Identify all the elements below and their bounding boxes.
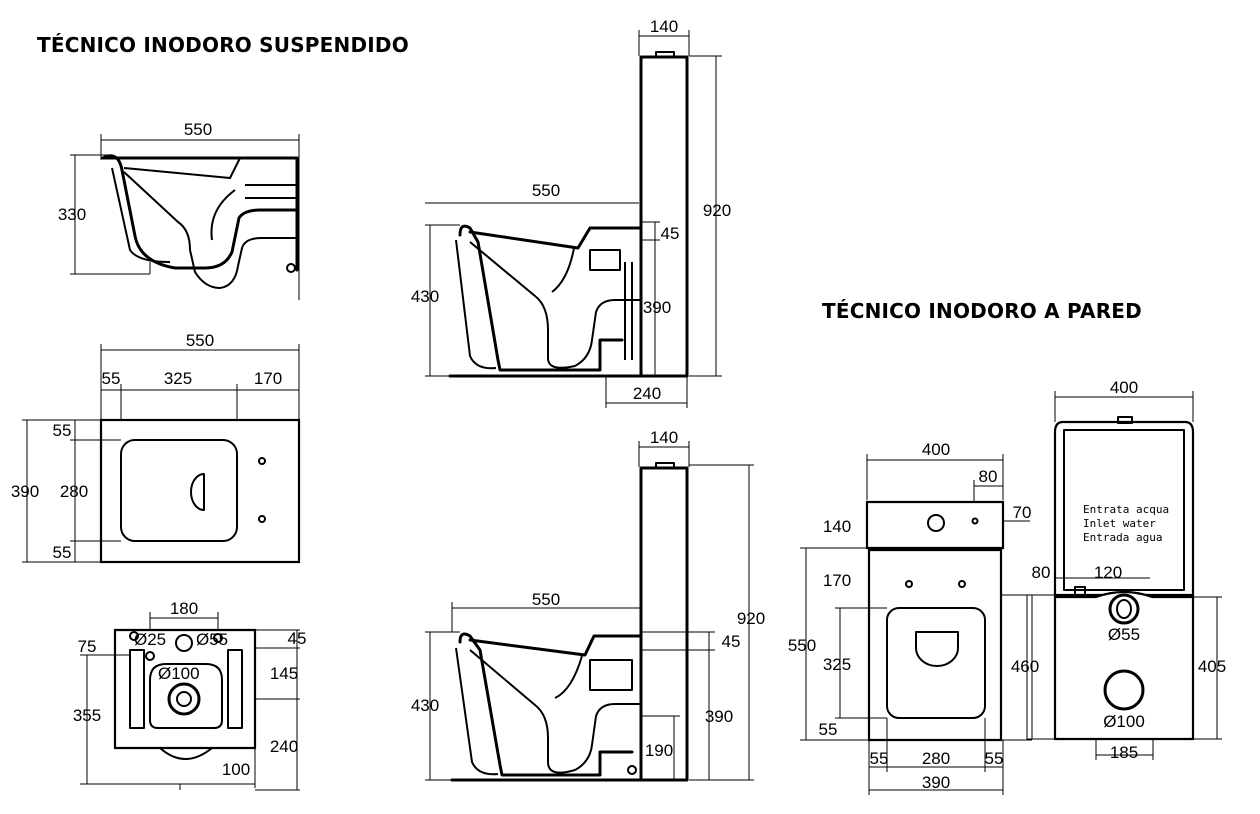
note-inlet-en: Inlet water xyxy=(1083,517,1156,530)
dim-b-190: 190 xyxy=(645,741,673,760)
dim-s-back-100: 100 xyxy=(222,760,250,779)
dim-f-70: 70 xyxy=(1013,503,1032,522)
dim-f-400: 400 xyxy=(922,440,950,459)
dim-r-405: 405 xyxy=(1198,657,1226,676)
dim-t-920: 920 xyxy=(703,201,731,220)
dim-r-400: 400 xyxy=(1110,378,1138,397)
dim-s-top-w: 550 xyxy=(186,331,214,350)
dim-b-45: 45 xyxy=(722,632,741,651)
dim-f-550: 550 xyxy=(788,636,816,655)
dim-r-185: 185 xyxy=(1110,743,1138,762)
suspended-top-view: 550 55 325 170 390 55 280 55 xyxy=(11,331,301,564)
dim-f-140: 140 xyxy=(823,517,851,536)
dim-s-top-h: 390 xyxy=(11,482,39,501)
dim-s-back-d55: Ø55 xyxy=(196,630,228,649)
dim-f-390: 390 xyxy=(922,773,950,792)
dim-s-back-45: 45 xyxy=(288,629,307,648)
dim-s-top-f: 55 xyxy=(53,543,72,562)
dim-t-140: 140 xyxy=(650,17,678,36)
wall-rear-view: 400 Entrata acqua Inlet water Entrada ag… xyxy=(1027,378,1226,762)
dim-s-side-h: 330 xyxy=(58,205,86,224)
dim-s-top-d: 55 xyxy=(53,421,72,440)
dim-b-390: 390 xyxy=(705,707,733,726)
dim-s-top-e: 280 xyxy=(60,482,88,501)
title-suspended: TÉCNICO INODORO SUSPENDIDO xyxy=(37,33,409,57)
dim-f-460: 460 xyxy=(1011,657,1039,676)
dim-b-550: 550 xyxy=(532,590,560,609)
dim-s-back-355: 355 xyxy=(73,706,101,725)
dim-s-back-145: 145 xyxy=(270,664,298,683)
dim-s-side-w: 550 xyxy=(184,120,212,139)
suspended-back-view: 180 75 Ø25 Ø55 45 Ø100 145 355 240 100 xyxy=(73,599,307,791)
dim-f-325: 325 xyxy=(823,655,851,674)
dim-t-240: 240 xyxy=(633,384,661,403)
dim-f-80: 80 xyxy=(979,467,998,486)
dim-f-55a: 55 xyxy=(819,720,838,739)
dim-s-back-240: 240 xyxy=(270,737,298,756)
dim-s-back-75: 75 xyxy=(78,637,97,656)
dim-r-d100: Ø100 xyxy=(1103,712,1145,731)
top-side-view-tank: 140 550 920 45 430 390 240 xyxy=(411,17,731,408)
note-inlet-it: Entrata acqua xyxy=(1083,503,1169,516)
dim-s-back-180: 180 xyxy=(170,599,198,618)
wall-front-view: 400 80 70 140 170 550 325 460 55 55 280 … xyxy=(788,440,1039,795)
dim-t-45: 45 xyxy=(661,224,680,243)
dim-t-550: 550 xyxy=(532,181,560,200)
dim-f-55b: 55 xyxy=(870,749,889,768)
bottom-side-view-tank: 140 550 920 45 430 390 190 xyxy=(411,428,765,782)
dim-t-430: 430 xyxy=(411,287,439,306)
dim-f-55c: 55 xyxy=(985,749,1004,768)
suspended-side-view: 550 330 xyxy=(58,120,300,300)
dim-r-80: 80 xyxy=(1032,563,1051,582)
dim-b-430: 430 xyxy=(411,696,439,715)
note-inlet-es: Entrada agua xyxy=(1083,531,1162,544)
dim-r-120: 120 xyxy=(1094,563,1122,582)
dim-b-140: 140 xyxy=(650,428,678,447)
dim-s-back-d25: Ø25 xyxy=(134,630,166,649)
dim-f-280: 280 xyxy=(922,749,950,768)
dim-b-920: 920 xyxy=(737,609,765,628)
dim-t-390: 390 xyxy=(643,298,671,317)
dim-s-back-d100: Ø100 xyxy=(158,664,200,683)
dim-f-170: 170 xyxy=(823,571,851,590)
dim-r-d55: Ø55 xyxy=(1108,625,1140,644)
dim-s-top-b: 325 xyxy=(164,369,192,388)
dim-s-top-a: 55 xyxy=(102,369,121,388)
title-wall: TÉCNICO INODORO A PARED xyxy=(822,299,1142,323)
dim-s-top-c: 170 xyxy=(254,369,282,388)
